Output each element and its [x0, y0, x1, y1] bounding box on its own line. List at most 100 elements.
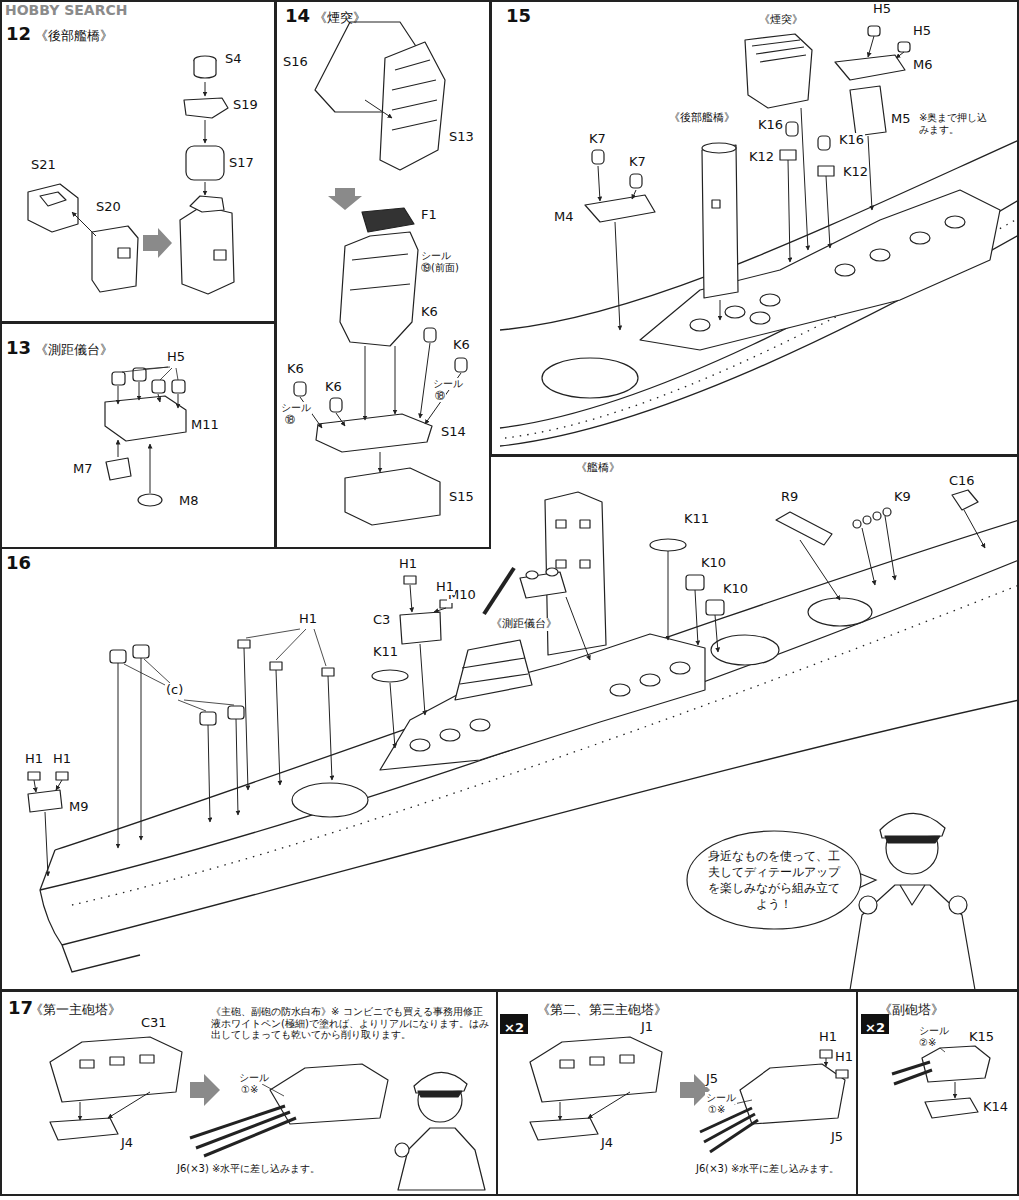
step-heading: 《第二、第三主砲塔》 — [537, 1003, 667, 1018]
part-label: J5 — [705, 1072, 719, 1087]
part-label: ①※ — [240, 1084, 259, 1096]
part-label: ①※ — [707, 1104, 726, 1116]
text-group: 《第二、第三主砲塔》 — [537, 999, 671, 1018]
part-label: S15 — [448, 490, 475, 505]
badge-text: ×2 — [504, 1021, 524, 1036]
part-label: K10 — [700, 556, 727, 571]
step-panel: 16 身近なものを使って、工夫してディテールアップを楽しみながら組み立てよう！ — [0, 455, 1019, 991]
part-label: K14 — [982, 1100, 1009, 1115]
part-label: K9 — [893, 490, 912, 505]
part-label: K16 — [838, 133, 865, 148]
part-label: J1 — [640, 1020, 654, 1035]
part-label: ②※ — [918, 1037, 937, 1049]
part-label: S14 — [440, 425, 467, 440]
step-panel: 14 《煙突》 — [275, 0, 491, 549]
step-heading: 《測距儀台》 — [35, 343, 113, 358]
part-label: H1 — [398, 557, 418, 572]
part-label: ⑱ — [434, 390, 446, 402]
gun-barrel — [190, 1062, 932, 1156]
text-group: 14 《煙突》 — [285, 6, 370, 27]
part-label: H1 — [435, 580, 455, 595]
part-label: H1 — [298, 612, 318, 627]
step-panel: 13 《測距儀台》 — [0, 322, 276, 549]
text-group: ×2 — [504, 1017, 524, 1036]
part-label: J4 — [120, 1136, 134, 1151]
part-label: ⑲(前面) — [420, 262, 460, 274]
text-group: ×2 — [865, 1017, 885, 1036]
part-label: K11 — [683, 512, 710, 527]
part-label: シール — [420, 250, 452, 262]
part-label: K7 — [588, 132, 607, 147]
part-label: S20 — [95, 200, 122, 215]
part-label: K15 — [968, 1030, 995, 1045]
text-group: 身近なものを使って、工夫してディテールアップを楽しみながら組み立てよう！ — [708, 848, 840, 913]
part-label: H1 — [818, 1030, 838, 1045]
step-heading: 《第一主砲塔》 — [30, 1003, 121, 1018]
group-heading: 《測距儀台》 — [490, 618, 558, 631]
part-label: M8 — [178, 494, 200, 509]
part-label: S19 — [232, 98, 259, 113]
part-label: J5 — [830, 1130, 844, 1145]
part-label: K16 — [757, 118, 784, 133]
part-label: H1 — [52, 752, 72, 767]
note: ※奥まで押し込みます。 — [918, 112, 992, 135]
part-label: H1 — [834, 1050, 854, 1065]
step-number: 17 — [8, 998, 33, 1019]
text-group: 13 《測距儀台》 — [6, 338, 117, 359]
part-label: S17 — [228, 156, 255, 171]
part-label: K12 — [842, 165, 869, 180]
part-drawing — [28, 22, 1000, 1190]
part-label: ⑱ — [284, 414, 296, 426]
part-label: K6 — [286, 362, 305, 377]
part-label: S21 — [30, 158, 57, 173]
step-number: 13 — [6, 338, 31, 359]
part-label: K7 — [628, 155, 647, 170]
part-label: シール — [705, 1092, 737, 1104]
text-group: 《副砲塔》 — [879, 999, 948, 1018]
part-label: M4 — [553, 210, 575, 225]
text-group: 15 — [506, 6, 535, 27]
group-heading: 《艦橋》 — [575, 462, 621, 475]
part-label: シール — [280, 402, 312, 414]
text-group: 《第一主砲塔》 — [30, 999, 125, 1018]
part-label: C31 — [140, 1016, 168, 1031]
part-label: J4 — [600, 1136, 614, 1151]
part-label: M9 — [68, 800, 90, 815]
part-label: (c) — [165, 683, 184, 698]
part-label: H1 — [24, 752, 44, 767]
badge-text: ×2 — [865, 1021, 885, 1036]
part-label: K6 — [420, 305, 439, 320]
part-label: S16 — [282, 55, 309, 70]
part-label: S4 — [224, 52, 243, 67]
leader-line — [122, 367, 945, 1104]
part-label: R9 — [780, 490, 799, 505]
part-label: K12 — [748, 150, 775, 165]
part-label: H5 — [872, 2, 892, 17]
part-label: K10 — [722, 582, 749, 597]
text-group: 16 — [6, 553, 35, 574]
part-label: M11 — [190, 418, 220, 433]
step-number: 14 — [285, 6, 310, 27]
bubble-text: 身近なものを使って、工夫してディテールアップを楽しみながら組み立てよう！ — [708, 848, 840, 913]
group-heading: 《後部艦橋》 — [668, 112, 736, 125]
part-label: M7 — [72, 462, 94, 477]
part-label: M5 — [890, 112, 912, 127]
hull-outline — [40, 140, 1019, 972]
step-number: 12 — [6, 24, 31, 45]
watermark: HOBBY SEARCH — [4, 2, 128, 18]
step-heading: 《煙突》 — [314, 11, 366, 26]
step-number: 15 — [506, 6, 531, 27]
count-badge: ×2 — [500, 1014, 528, 1034]
assembly-arrow — [34, 36, 985, 1120]
part-label: K6 — [452, 338, 471, 353]
step-panel: 15 — [490, 0, 1019, 456]
step-heading: 《副砲塔》 — [879, 1003, 944, 1018]
step-number: 16 — [6, 553, 31, 574]
group-heading: 《煙突》 — [758, 14, 804, 27]
sub-panel: 《副砲塔》 ×2 — [857, 990, 1019, 1196]
part-label: M6 — [912, 58, 934, 73]
step-arrow — [143, 188, 710, 1106]
part-label: S13 — [448, 130, 475, 145]
part-label: H5 — [912, 24, 932, 39]
count-badge: ×2 — [861, 1014, 889, 1034]
